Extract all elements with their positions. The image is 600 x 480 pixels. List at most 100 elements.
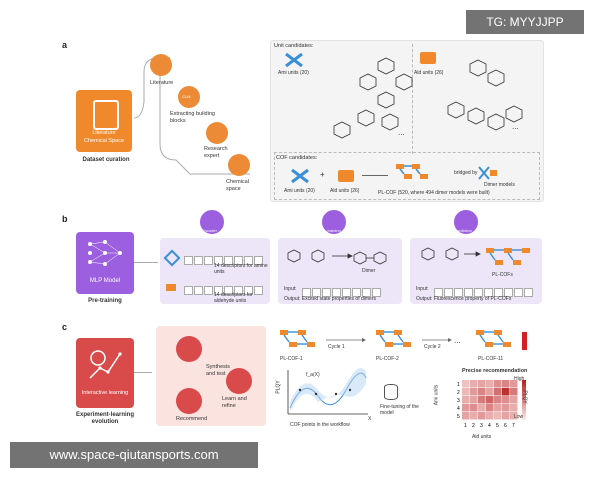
cof-cycle-sequence: [280, 330, 527, 350]
ellipsis-c: ...: [454, 336, 461, 345]
heatmap-cell: [478, 412, 486, 420]
heatmap-cell: [462, 380, 470, 388]
amine-descriptors-label: 14 descriptors for amine units: [214, 263, 268, 275]
heatmap-cell: [486, 388, 494, 396]
heatmap-cell: [502, 412, 510, 420]
heatmap-row-label: 4: [457, 406, 460, 412]
acquisition-plot: [287, 368, 368, 415]
heatmap-cell: [478, 380, 486, 388]
encoder-label: Encoder: [202, 228, 217, 233]
dataset-curation-caption: Dataset curation: [82, 157, 130, 163]
heatmap-cell: [470, 396, 478, 404]
low-label: Low: [514, 414, 524, 420]
prediction-label: Prediction: [454, 228, 472, 233]
dimer-scheme: [287, 249, 387, 265]
mlp-model-label: MLP Model: [89, 278, 121, 284]
heatmap-col-label: 3: [480, 423, 483, 429]
heatmap-cell: [462, 396, 470, 404]
pretraining-label: Pre-training: [320, 228, 341, 233]
amine-descriptor-cells: [184, 252, 264, 270]
experiment-learning-caption: Experiment-learning evolution: [75, 412, 134, 425]
heatmap-cell: [494, 380, 502, 388]
input-label-2: Input:: [416, 286, 429, 292]
pl-cof-label: PL-COF (520, where 494 dimer models were…: [378, 190, 490, 196]
plus-a: +: [320, 170, 325, 179]
step-literature: Literature: [150, 80, 174, 86]
heatmap-cell: [502, 388, 510, 396]
ami-unit-icon-2: [291, 168, 309, 184]
output-excited-label: Output: Excited state properties of dime…: [284, 296, 376, 302]
heatmap-col-label: 1: [464, 423, 467, 429]
neural-network-icon: [88, 240, 122, 266]
heatmap-cell: [462, 388, 470, 396]
precise-recommendation-label: Precise recommendation: [462, 368, 528, 374]
cof-label-11: PL-COF-11: [478, 356, 504, 362]
cycle-label-1: Cycle 1: [328, 344, 345, 350]
heatmap-cell: [510, 388, 518, 396]
heatmap-cell: [510, 412, 518, 420]
step-chemical-space: Chemical space: [226, 179, 249, 192]
ald-units-axis-label: Ald units: [472, 434, 492, 440]
heatmap-cell: [470, 412, 478, 420]
ellipsis-a1: ...: [398, 128, 405, 137]
interactive-learning-box: Interactive learning: [76, 338, 134, 408]
heatmap-cell: [502, 404, 510, 412]
input-cells-2: [434, 284, 534, 302]
heatmap-cell: [494, 396, 502, 404]
connector-b: [134, 262, 158, 263]
ald-unit-icon-2: [338, 170, 354, 182]
ald-units-label-2: Ald units (26): [330, 188, 360, 194]
dimer-model-icon: [478, 166, 497, 180]
aldehyde-descriptors-label: 14 descriptors for aldehyde units: [214, 292, 253, 304]
chemical-space-label: Chemical Space: [83, 138, 125, 144]
ami-unit-icon: [285, 52, 303, 68]
heatmap-cell: [470, 380, 478, 388]
prediction-icon: [454, 210, 478, 234]
cof-candidates-label: COF candidates:: [276, 155, 318, 161]
finetune-label: Fine-tuning of the model: [380, 404, 419, 416]
mlp-model-box: MLP Model: [76, 232, 134, 294]
interactive-learning-label: Interactive learning: [81, 390, 129, 396]
expert-step-icon: [206, 122, 228, 144]
heatmap-cell: [462, 404, 470, 412]
heatmap-cell: [510, 404, 518, 412]
heatmap-cell: [478, 388, 486, 396]
heatmap-cell: [486, 380, 494, 388]
synthesis-icon: [176, 336, 202, 362]
pl-cof-lattice: [396, 164, 428, 179]
bridged-by-label: bridged by: [454, 170, 478, 176]
cube-step-icon: [178, 86, 200, 108]
fx-label: f_a(X): [306, 372, 320, 378]
heatmap-col-label: 7: [512, 423, 515, 429]
heatmap-row-label: 5: [457, 414, 460, 420]
panel-a-letter: a: [62, 40, 68, 50]
heatmap-row-label: 2: [457, 390, 460, 396]
ald-unit-icon: [420, 52, 436, 64]
panel-c-letter: c: [62, 322, 68, 332]
synthesis-label: Synthesis and test: [206, 364, 230, 377]
plqy-colorbar-label: PLQY: [521, 390, 528, 404]
heatmap-cell: [486, 396, 494, 404]
aldehyde-icon: [166, 284, 176, 291]
recommend-label: Recommend: [176, 416, 208, 422]
unit-candidates-label: Unit candidates:: [274, 43, 314, 49]
ald-units-label: Ald units (26): [414, 70, 444, 76]
database-step-icon: [228, 154, 250, 176]
heatmap-cell: [478, 404, 486, 412]
bottom-watermark: www.space-qiutansports.com: [10, 442, 258, 468]
heatmap-col-label: 6: [504, 423, 507, 429]
literature-step-icon: [150, 54, 172, 76]
arrow-a: [362, 175, 388, 176]
plqy-axis-label: PLQY: [275, 380, 282, 394]
heatmap-cell: [470, 404, 478, 412]
pre-training-caption: Pre-training: [88, 298, 122, 304]
literature-label: Literature: [92, 130, 116, 136]
cof-label-2: PL-COF-2: [376, 356, 399, 362]
heatmap-cell: [502, 380, 510, 388]
dimer-label: Dimer: [362, 268, 376, 274]
pl-cofs-scheme: [421, 247, 530, 265]
heatmap-cell: [510, 380, 518, 388]
panel-b-letter: b: [62, 214, 68, 224]
heatmap-col-label: 5: [496, 423, 499, 429]
